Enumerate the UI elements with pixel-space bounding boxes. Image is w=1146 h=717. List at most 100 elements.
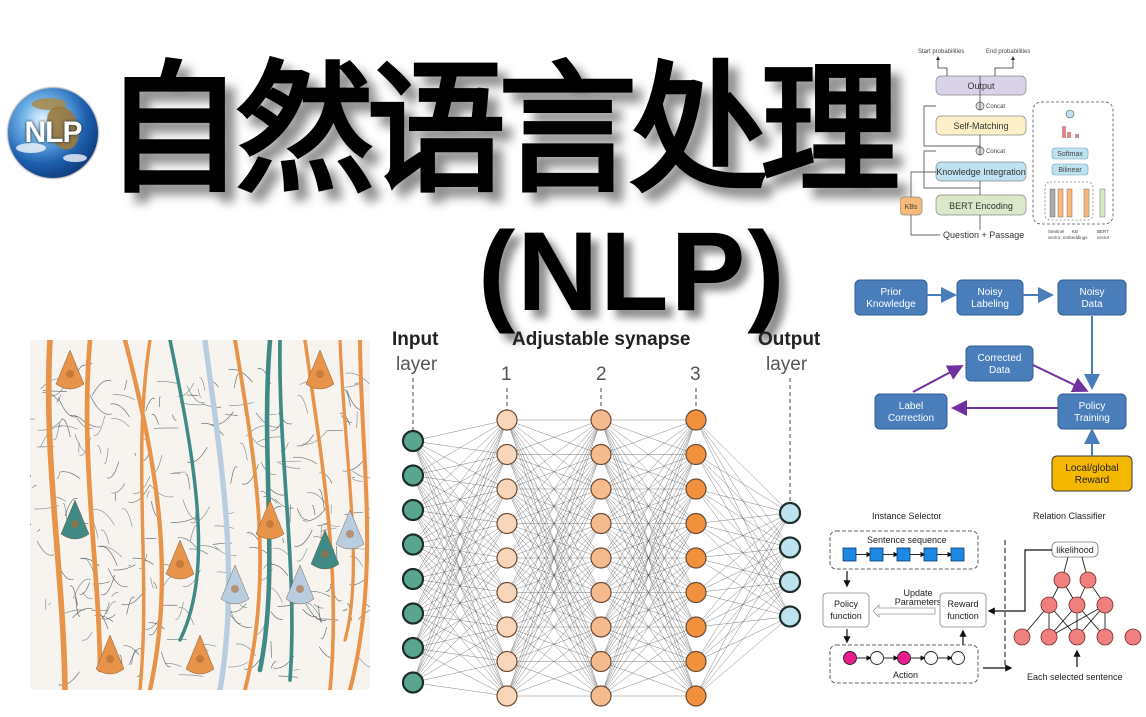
dendrite: [178, 607, 195, 626]
dendrite: [316, 618, 339, 621]
kb-label: KB: [1072, 229, 1078, 234]
dendrite: [313, 603, 324, 609]
neuron-node: [685, 512, 707, 535]
label-correction-box: [874, 393, 948, 430]
neuron-node: [496, 650, 518, 673]
dendrite: [228, 661, 249, 668]
dendrite: [106, 601, 117, 615]
dendrite: [64, 497, 79, 517]
dendrite: [56, 394, 62, 403]
synapse-edge: [506, 419, 602, 524]
knowledge-integration-diagram: Start probabilities End probabilities Ou…: [900, 49, 1114, 240]
dendrite: [276, 460, 301, 463]
likelihood-label: likelihood: [1056, 545, 1094, 555]
synapse-edge: [412, 488, 508, 683]
relation-classifier-label: Relation Classifier: [1033, 511, 1106, 521]
synapse-edge: [600, 419, 697, 593]
update-parameters-label-1: Update: [903, 588, 932, 598]
dendrite: [356, 411, 358, 429]
action-node: [897, 651, 911, 665]
prior-knowledge-label-1: Prior: [880, 287, 902, 298]
start-probabilities-label: Start probabilities: [918, 49, 964, 55]
synapse-edge: [600, 419, 697, 662]
output-box: [935, 75, 1027, 96]
sum-node: [1065, 109, 1075, 119]
action-node: [870, 651, 884, 665]
page-title: 自然语言处理: [104, 47, 900, 213]
dendrite: [170, 517, 196, 523]
classifier-node: [1096, 628, 1114, 646]
neuron-soma: [95, 634, 125, 675]
synapse-edge: [506, 419, 602, 662]
knowledge-integration-label: Knowledge Integration: [936, 167, 1026, 177]
dendrite: [278, 462, 301, 469]
synapse-edge: [412, 419, 508, 580]
axon: [303, 340, 336, 690]
dendrite: [72, 578, 91, 599]
dendrite: [160, 651, 172, 668]
dendrite: [178, 674, 204, 677]
neuron-node: [401, 602, 425, 625]
dendrite: [144, 537, 157, 540]
synapse-edge: [695, 581, 791, 697]
globe-cloud: [16, 143, 46, 153]
axon: [168, 340, 201, 642]
reward-function-label-2: function: [947, 611, 979, 621]
sentinel-vector-label: vector: [1048, 235, 1061, 240]
neuron-node: [590, 616, 612, 638]
sentence-sequence-box: [829, 530, 979, 570]
kb-embeddings-label: embeddings: [1063, 235, 1088, 240]
neuron-node: [401, 498, 425, 522]
neuron-node: [590, 478, 612, 500]
policy-training-label-2: Training: [1074, 413, 1110, 424]
noisy-labeling-label-1: Noisy: [977, 287, 1002, 298]
self-matching-label: Self-Matching: [953, 121, 1008, 131]
prior-knowledge-label-2: Knowledge: [866, 299, 916, 310]
synapse-edge: [412, 419, 508, 511]
dendrite: [318, 489, 325, 510]
synapse-edge: [695, 512, 791, 697]
hidden-layer-number-3: 3: [690, 364, 701, 385]
reinforcement-learning-diagram: Instance Selector Relation Classifier Se…: [822, 511, 1142, 684]
bert-label: BERT: [1097, 229, 1109, 234]
dendrite: [112, 394, 135, 401]
dendrite: [99, 546, 118, 566]
synapse-edge: [412, 419, 508, 683]
dendrite: [318, 605, 323, 623]
bilinear-label: Bilinear: [1058, 167, 1082, 174]
dendrite: [103, 614, 116, 620]
synapse-edge: [506, 419, 602, 559]
dendrite: [289, 504, 291, 523]
dendrite: [367, 507, 370, 510]
synapse-edge: [506, 626, 602, 697]
input-layer-label: Input: [392, 329, 439, 350]
dendrite: [97, 545, 123, 558]
synapse-edge: [695, 512, 791, 593]
neuron-node: [401, 636, 425, 660]
neuron-nodes: [401, 409, 802, 707]
synapse-edge: [506, 419, 602, 593]
dendrite: [121, 508, 133, 527]
synapse-edge: [600, 523, 697, 697]
policy-training-label-1: Policy: [1079, 401, 1106, 412]
dendrite: [349, 555, 363, 567]
synapse-edge: [412, 454, 508, 683]
dendrite: [128, 484, 150, 503]
synapse-edge: [412, 592, 508, 683]
update-parameters-label-2: Parameters: [895, 597, 942, 607]
dendrite: [57, 397, 78, 418]
dendrite: [34, 505, 59, 510]
self-matching-box: [935, 115, 1027, 136]
neuron-node: [496, 616, 518, 638]
neural-network-diagram: Input layer Adjustable synapse 1 2 3 Out…: [392, 329, 821, 707]
synapse-edge: [600, 488, 697, 697]
dendrite: [342, 459, 365, 472]
dendrite: [190, 506, 210, 524]
neuron-node: [590, 443, 612, 466]
dendrite: [344, 512, 363, 516]
synapse-edge: [412, 523, 508, 683]
reward-label-1: Local/global: [1065, 463, 1118, 474]
dendrite: [96, 445, 102, 454]
dendrite: [63, 609, 85, 615]
synapse-edge: [600, 592, 697, 697]
